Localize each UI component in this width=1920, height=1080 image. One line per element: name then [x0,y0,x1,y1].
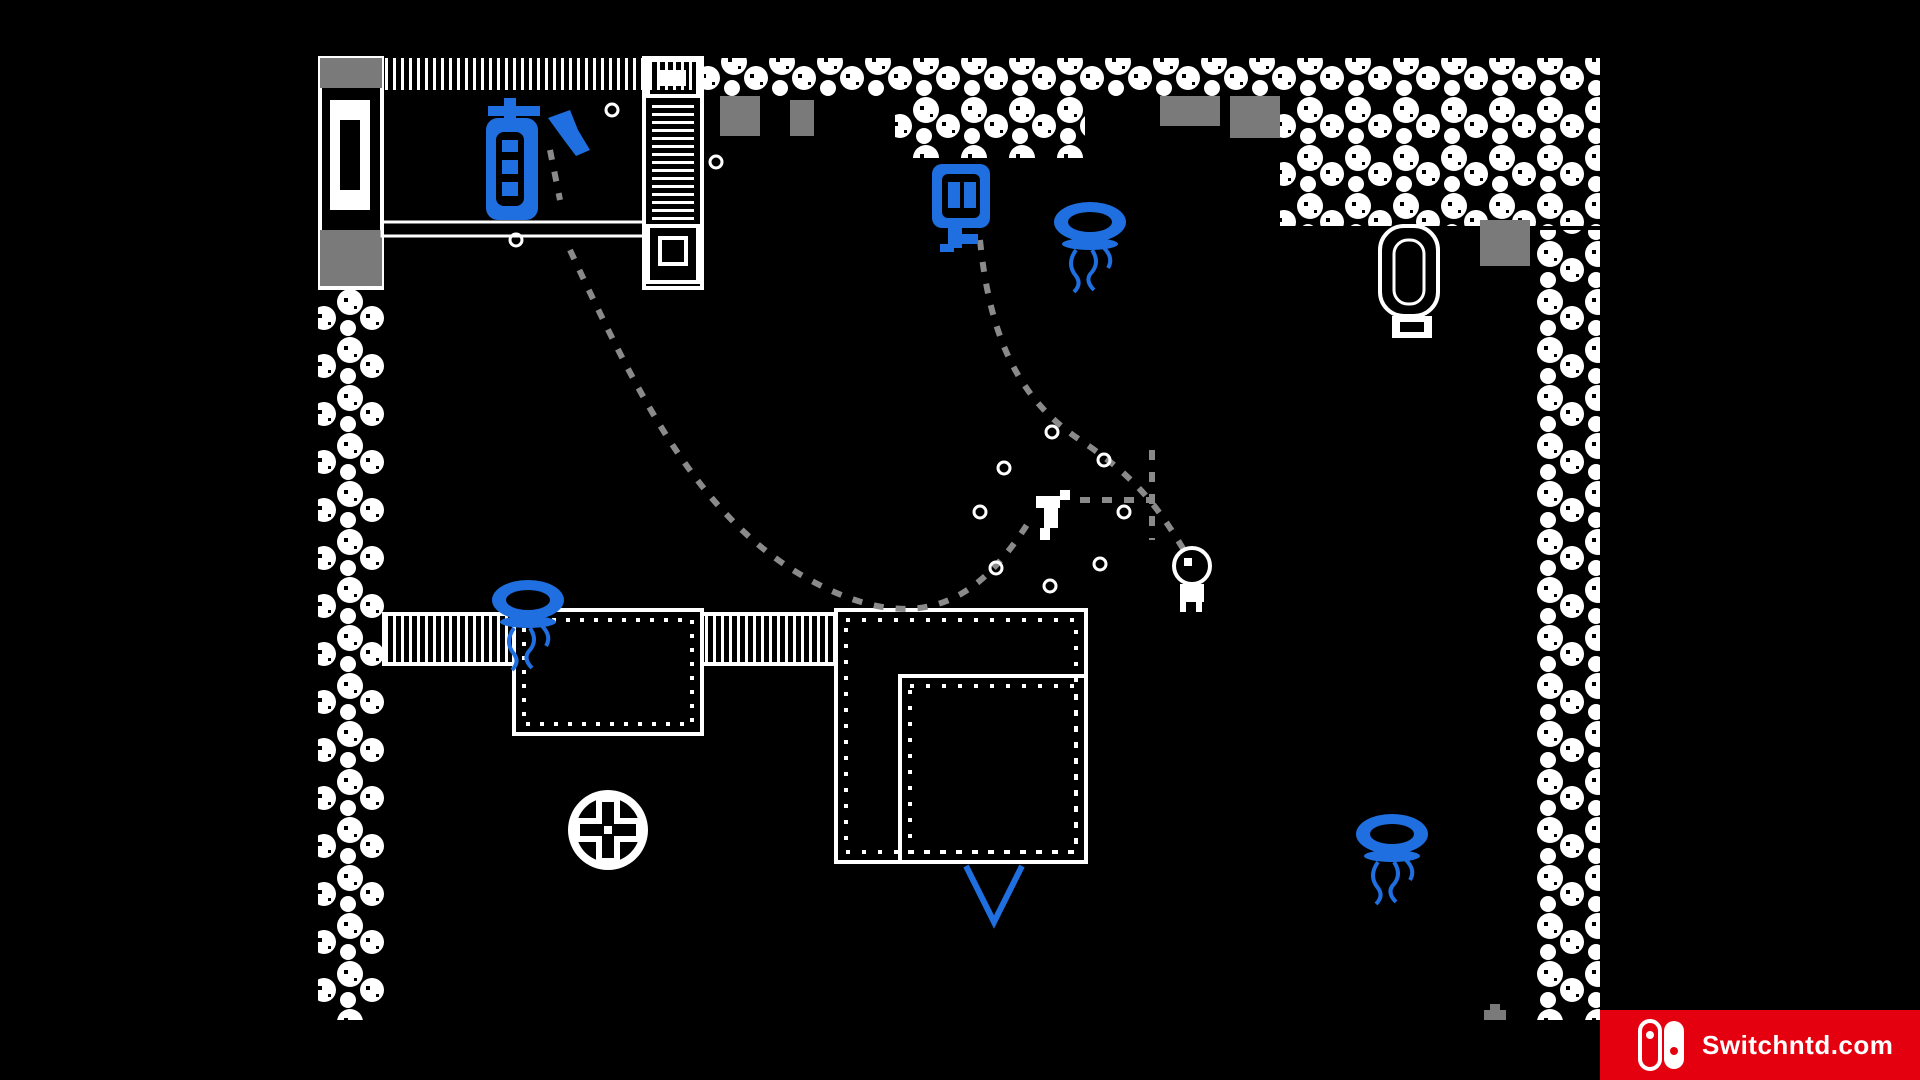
movement-trail [547,149,1193,612]
watermark-text: Switchntd.com [1702,1029,1894,1060]
round-crosshair-orb[interactable] [568,790,648,870]
nintendo-switch-icon [1638,1019,1684,1071]
right-rock-wall [1536,230,1600,1020]
blue-canister-turret[interactable] [932,164,990,252]
corridor-middle [700,612,838,666]
small-critter [1484,1004,1506,1020]
blue-canister-turret[interactable] [486,98,590,220]
blue-jellyfish[interactable] [1356,814,1428,906]
top-rock-ceiling [700,58,1600,266]
corridor-left [382,612,516,666]
blue-drop-marker [963,864,1025,929]
blue-jellyfish[interactable] [1054,202,1126,294]
top-left-structure [318,56,704,290]
watermark-banner: Switchntd.com [1600,1010,1920,1080]
left-rock-wall [318,290,384,1020]
room-large [834,608,1088,864]
white-canister [1378,224,1440,338]
player-diver[interactable] [1172,546,1212,612]
white-seahorse-creature[interactable] [1036,490,1070,540]
room-small [512,608,704,736]
bubbles [508,102,1132,594]
blue-jellyfish[interactable] [492,580,564,672]
